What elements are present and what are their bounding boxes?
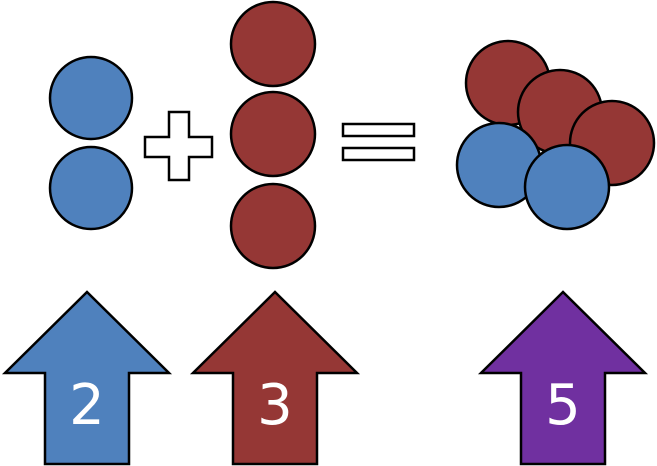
up-arrow-icon (477, 290, 649, 466)
arrow-label: 5 (545, 373, 581, 438)
blue-circle (48, 145, 134, 231)
blue-circle (523, 143, 611, 231)
plus-sign-icon (143, 110, 214, 182)
blue-circle (48, 55, 134, 141)
red-circle (229, 90, 317, 178)
arrow-3: 3 (189, 290, 361, 466)
blue-group (48, 55, 134, 231)
red-group (229, 0, 317, 270)
arrow-label: 3 (257, 373, 293, 438)
arrow-label: 2 (69, 373, 105, 438)
red-circle (229, 182, 317, 270)
up-arrow-icon (189, 290, 361, 466)
up-arrow-icon (1, 290, 173, 466)
red-circle (229, 0, 317, 88)
arrow-5: 5 (477, 290, 649, 466)
equals-sign-icon (341, 122, 416, 162)
total-group (455, 39, 656, 231)
arrow-2: 2 (1, 290, 173, 466)
